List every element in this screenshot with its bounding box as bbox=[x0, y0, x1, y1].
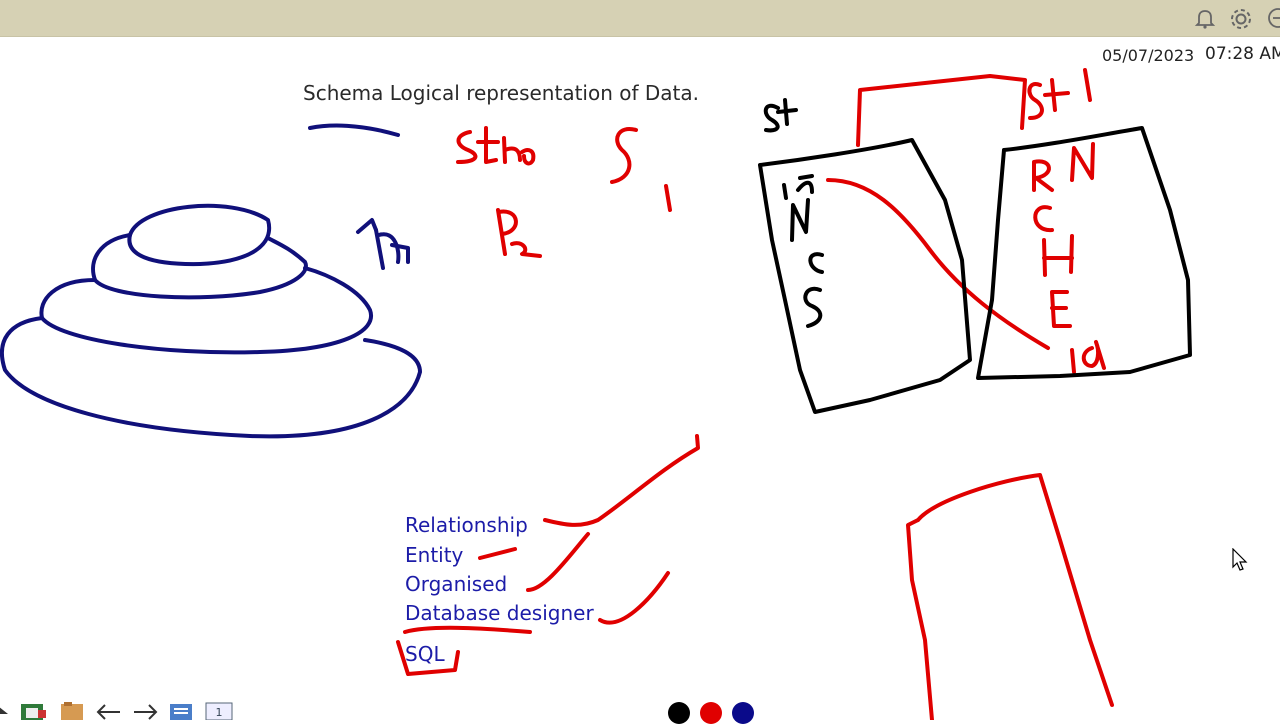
term-relationship: Relationship bbox=[405, 513, 528, 537]
black-tables-drawing bbox=[758, 98, 1192, 414]
blue-stacked-ovals-drawing bbox=[0, 123, 422, 439]
term-sql: SQL bbox=[405, 642, 445, 666]
schema-note-text: Schema Logical representation of Data. bbox=[303, 81, 699, 105]
back-arrow-icon[interactable] bbox=[94, 700, 120, 720]
term-organised: Organised bbox=[405, 572, 508, 596]
term-database-designer: Database designer bbox=[405, 601, 594, 625]
red-pen-swatch[interactable] bbox=[700, 702, 722, 724]
top-bar bbox=[0, 0, 1280, 37]
svg-text:1: 1 bbox=[216, 706, 223, 719]
black-pen-swatch[interactable] bbox=[668, 702, 690, 724]
document-icon[interactable] bbox=[168, 700, 192, 720]
mouse-cursor-icon bbox=[1232, 547, 1248, 576]
forward-arrow-icon[interactable] bbox=[130, 700, 158, 720]
blue-pen-swatch[interactable] bbox=[732, 702, 754, 724]
minus-circle-icon[interactable] bbox=[1266, 6, 1280, 34]
cursor-tool-icon[interactable] bbox=[0, 700, 20, 720]
date-text: 05/07/2023 bbox=[1102, 46, 1195, 65]
time-text: 07:28 AM bbox=[1205, 44, 1280, 64]
folder-app-icon[interactable] bbox=[60, 700, 84, 720]
gear-icon[interactable] bbox=[1228, 6, 1254, 36]
red-handwriting-drawing bbox=[396, 68, 1114, 720]
bell-icon[interactable] bbox=[1193, 6, 1217, 34]
bottom-toolbar: 1 bbox=[0, 696, 236, 721]
page-number-icon[interactable]: 1 bbox=[204, 700, 233, 721]
term-entity: Entity bbox=[405, 543, 464, 567]
table-app-icon[interactable] bbox=[20, 700, 46, 720]
